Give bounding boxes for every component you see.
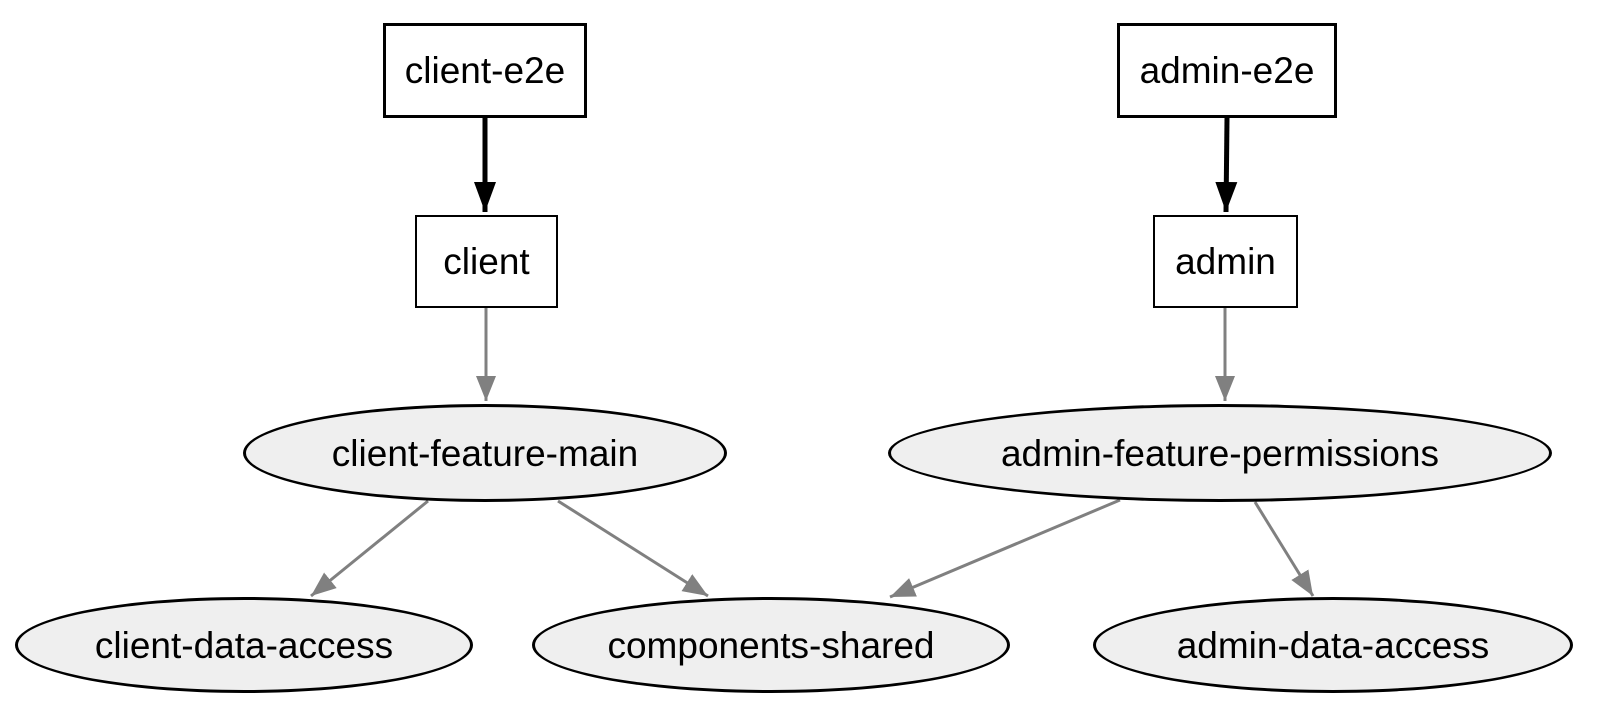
node-admin-data-access-label: admin-data-access	[1176, 624, 1490, 666]
node-client-data-access: client-data-access	[15, 597, 473, 693]
node-client: client	[415, 215, 558, 308]
node-admin: admin	[1153, 215, 1298, 308]
node-client-label: client	[443, 241, 530, 282]
node-admin-e2e: admin-e2e	[1117, 23, 1337, 118]
node-client-e2e: client-e2e	[383, 23, 587, 118]
node-client-e2e-label: client-e2e	[404, 50, 566, 91]
node-client-feature-main: client-feature-main	[243, 404, 727, 502]
node-admin-feature-permissions-label: admin-feature-permissions	[1000, 432, 1439, 474]
node-client-data-access-label: client-data-access	[94, 624, 394, 666]
edge-client-feature-main-to-client-data-access	[310, 499, 429, 598]
node-admin-label: admin	[1175, 241, 1276, 282]
node-admin-feature-permissions: admin-feature-permissions	[888, 404, 1552, 502]
node-admin-e2e-label: admin-e2e	[1139, 50, 1315, 91]
edge-admin-e2e-to-admin	[1215, 117, 1238, 213]
edge-client-feature-main-to-components-shared	[557, 499, 709, 598]
node-components-shared-label: components-shared	[607, 624, 935, 666]
edge-admin-feature-permissions-to-admin-data-access	[1253, 501, 1315, 597]
node-client-feature-main-label: client-feature-main	[331, 432, 639, 474]
node-components-shared: components-shared	[532, 597, 1010, 693]
edge-admin-feature-permissions-to-components-shared	[889, 498, 1121, 599]
node-admin-data-access: admin-data-access	[1093, 597, 1573, 693]
